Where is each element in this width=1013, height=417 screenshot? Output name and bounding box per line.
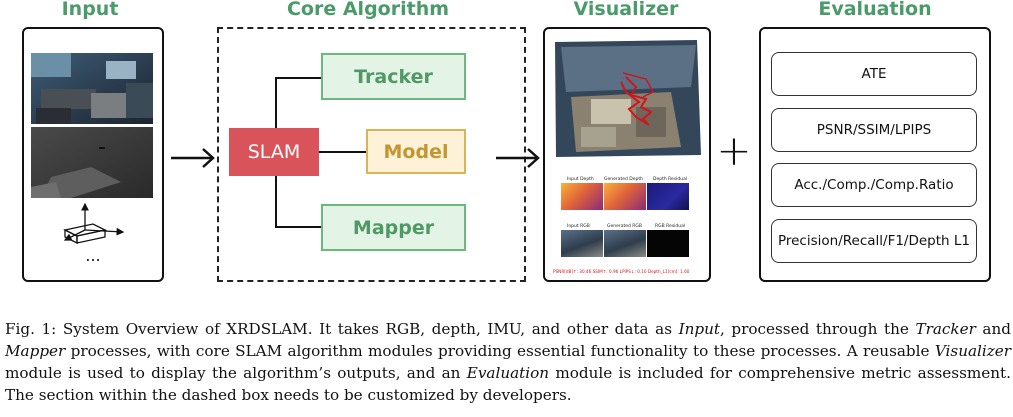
input-depth-image [561, 183, 603, 210]
caption-text-4: processes, with core SLAM algorithm modu… [65, 342, 935, 360]
metric-ate: ATE [771, 52, 977, 96]
rgb-image [31, 53, 153, 124]
depth-residual-image [647, 183, 689, 210]
caption-visualizer-word: Visualizer [934, 342, 1011, 360]
connector-tracker [275, 77, 321, 79]
imu-axes-icon [55, 202, 130, 245]
caption-text-6: module is included for comprehensive met… [5, 364, 1011, 404]
figure-caption: Fig. 1: System Overview of XRDSLAM. It t… [5, 318, 1011, 406]
rgb-residual-image [647, 230, 689, 257]
generated-depth-label: Generated Depth [604, 177, 644, 182]
depth-image [31, 127, 153, 198]
mapper-node: Mapper [321, 204, 466, 251]
model-node: Model [366, 129, 466, 174]
caption-input-word: Input [678, 320, 720, 338]
arrow-right-icon-2 [495, 146, 541, 170]
caption-text-3: and [975, 320, 1011, 338]
plus-icon: + [716, 126, 752, 175]
connector-mapper [275, 226, 321, 228]
evaluation-title: Evaluation [818, 0, 932, 20]
reconstruction-view [551, 37, 704, 160]
caption-text-1: Fig. 1: System Overview of XRDSLAM. It t… [5, 320, 679, 338]
metric-psnr-ssim-lpips: PSNR/SSIM/LPIPS [771, 108, 977, 152]
caption-text-2: , processed through the [719, 320, 916, 338]
slam-node: SLAM [229, 128, 319, 176]
generated-rgb-image [604, 230, 646, 257]
input-title: Input [61, 0, 119, 20]
metric-precision-recall: Precision/Recall/F1/Depth L1 [771, 219, 977, 263]
visualizer-title: Visualizer [573, 0, 679, 20]
core-algorithm-title: Core Algorithm [286, 0, 450, 20]
connector-model [318, 151, 366, 153]
caption-mapper-word: Mapper [5, 342, 66, 360]
metric-acc-comp: Acc./Comp./Comp.Ratio [771, 163, 977, 207]
generated-rgb-label: Generated RGB [607, 224, 643, 229]
arrow-right-icon [170, 146, 216, 170]
generated-depth-image [604, 183, 646, 210]
more-inputs-ellipsis: ... [85, 246, 101, 265]
caption-evaluation-word: Evaluation [466, 364, 550, 382]
input-depth-label: Input Depth [567, 177, 594, 182]
rgb-residual-label: RGB Residual [655, 224, 686, 229]
core-algorithm-dashed-box [217, 27, 526, 282]
tracker-node: Tracker [321, 53, 466, 100]
depth-residual-label: Depth Residual [653, 177, 688, 182]
caption-tracker-word: Tracker [915, 320, 976, 338]
caption-text-5: module is used to display the algorithm’… [5, 364, 467, 382]
visualizer-metrics-line: PSNR[dB]↑: 30.46 SSIM↑: 0.96 LPIPS↓: 0.1… [553, 269, 690, 274]
input-rgb-image [561, 230, 603, 257]
input-rgb-label: Input RGB [567, 224, 590, 229]
